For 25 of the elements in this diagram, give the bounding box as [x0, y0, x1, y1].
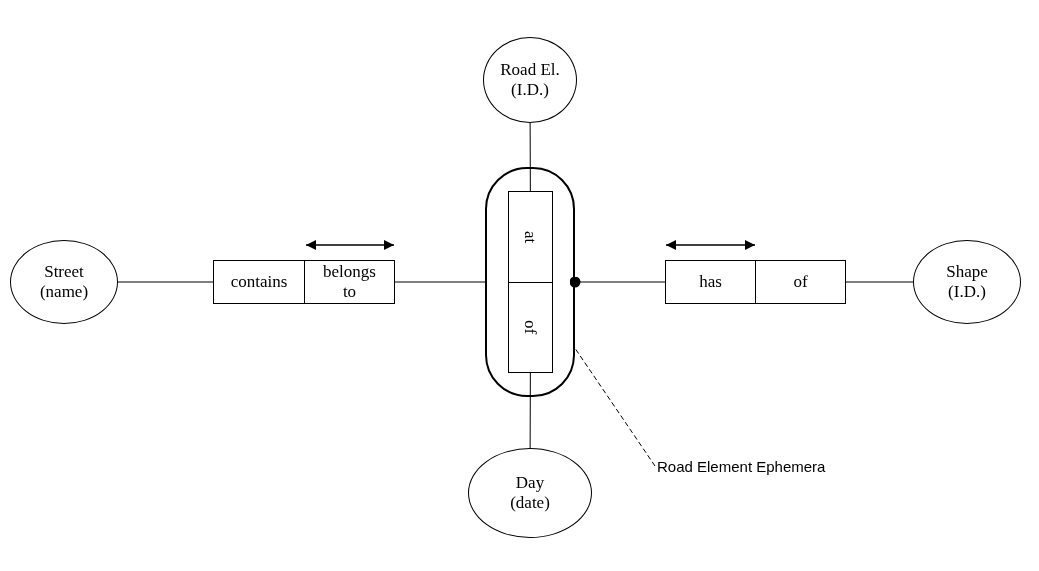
role-box [213, 260, 305, 304]
leader-line [574, 347, 656, 467]
role-label: of [793, 272, 808, 292]
entity-label: Shape (I.D.) [945, 262, 989, 302]
role-connector [529, 372, 531, 449]
role-box [508, 282, 553, 373]
role-box [508, 191, 553, 283]
role-connector-with-dot [569, 276, 666, 288]
role-box [304, 260, 395, 304]
entity-label: Street (name) [38, 262, 90, 302]
objectified-fact-frame [485, 167, 575, 397]
role-box [755, 260, 846, 304]
role-label: of [520, 320, 541, 335]
role-connector [529, 122, 531, 192]
role-box [665, 260, 756, 304]
role-connector [394, 281, 486, 283]
entity-label: Road El. (I.D.) [499, 60, 561, 100]
role-label: belongs to [322, 262, 377, 302]
role-label: has [699, 272, 722, 292]
role-label: contains [230, 272, 288, 292]
role-label: at [520, 230, 541, 244]
leader-label: Road Element Ephemera [657, 455, 832, 477]
entity-label: Day (date) [509, 473, 551, 513]
role-connector [845, 281, 914, 283]
role-connector [117, 281, 214, 283]
